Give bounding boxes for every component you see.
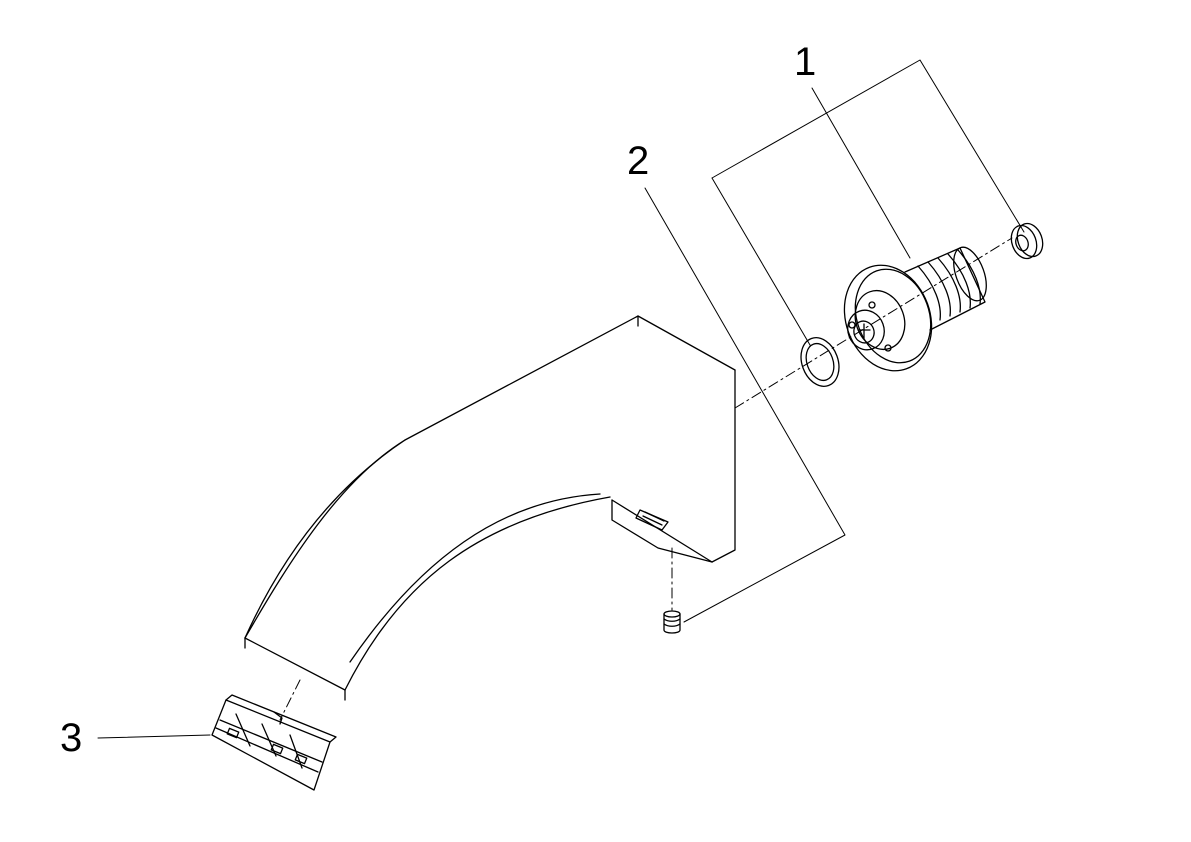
callout-3-label: 3 (60, 716, 83, 760)
small-washer (1010, 222, 1044, 260)
set-screw (663, 610, 681, 634)
aerator (211, 694, 337, 791)
callout-1-label: 1 (794, 40, 817, 84)
o-ring-seal (800, 337, 840, 387)
callout-2-label: 2 (627, 139, 650, 183)
connection-fitting (843, 246, 987, 372)
callout-3-leader (97, 734, 211, 739)
callout-1-leaders (711, 59, 1025, 346)
axis-lines (279, 237, 1013, 721)
spout-body (244, 315, 736, 701)
callout-2-leaders (644, 187, 846, 623)
